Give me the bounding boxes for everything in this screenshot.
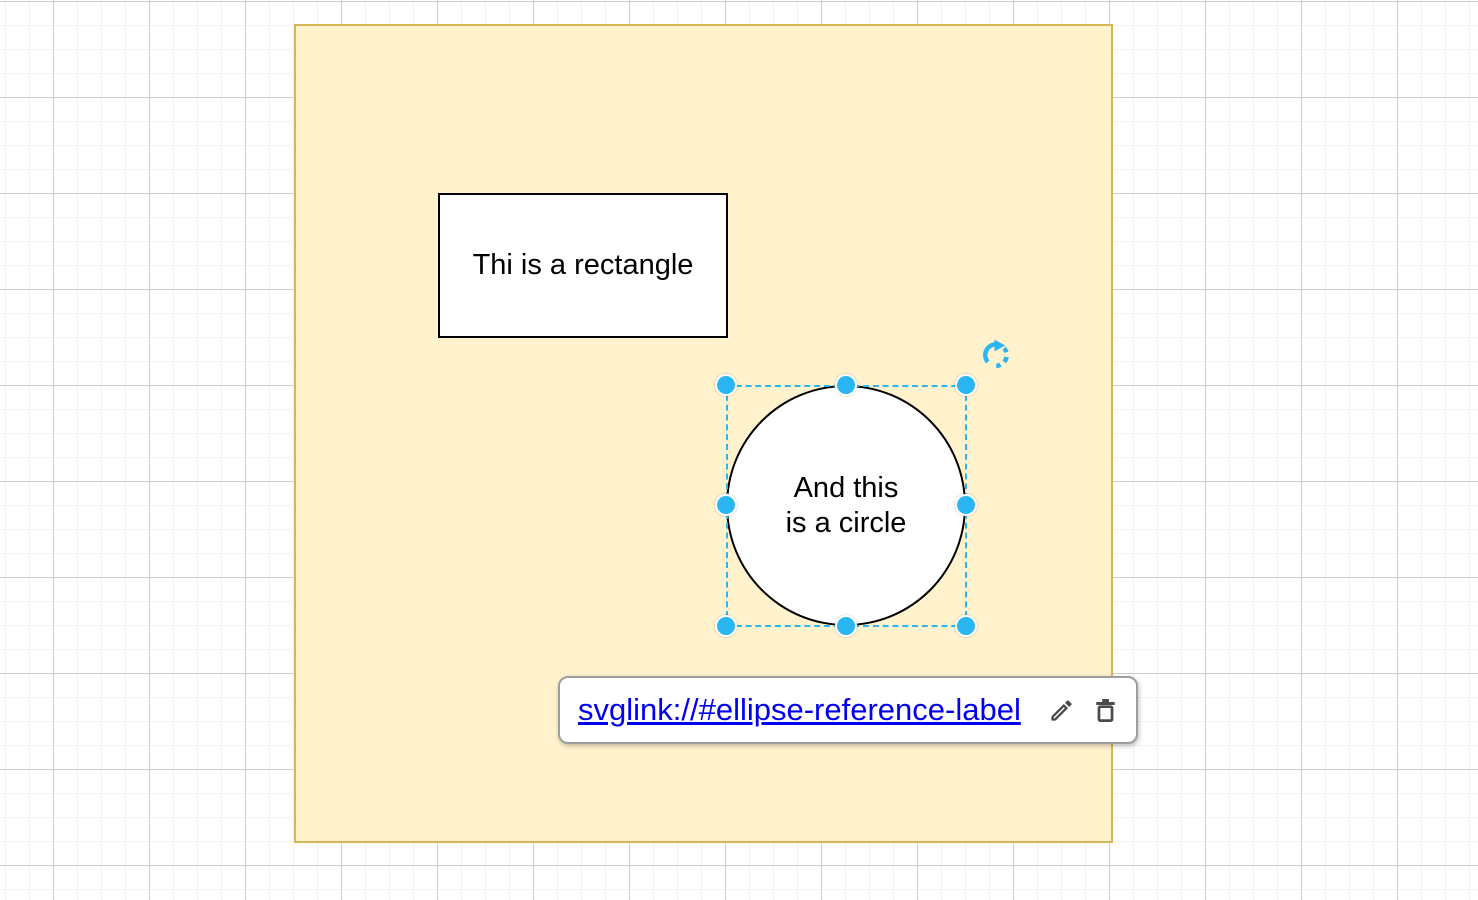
resize-handle-s[interactable] <box>835 615 857 637</box>
rectangle-label: Thi is a rectangle <box>472 249 694 281</box>
resize-handle-ne[interactable] <box>955 374 977 396</box>
ellipse-label-line2: is a circle <box>785 506 907 539</box>
delete-link-button[interactable] <box>1090 695 1120 725</box>
ellipse-shape[interactable]: And this is a circle <box>726 385 966 626</box>
rectangle-shape[interactable]: Thi is a rectangle <box>438 193 728 338</box>
resize-handle-w[interactable] <box>715 494 737 516</box>
rotate-clockwise-icon <box>983 339 1009 369</box>
resize-handle-e[interactable] <box>955 494 977 516</box>
resize-handle-sw[interactable] <box>715 615 737 637</box>
trash-icon <box>1095 698 1115 722</box>
ellipse-label-line1: And this <box>793 471 899 504</box>
rotate-handle[interactable] <box>981 339 1011 369</box>
resize-handle-n[interactable] <box>835 374 857 396</box>
shape-link[interactable]: svglink://#ellipse-reference-label <box>578 692 1021 727</box>
link-popup: svglink://#ellipse-reference-label <box>558 676 1138 744</box>
pencil-icon <box>1050 699 1072 721</box>
edit-link-button[interactable] <box>1046 695 1076 725</box>
resize-handle-se[interactable] <box>955 615 977 637</box>
link-popup-actions <box>1046 695 1120 725</box>
resize-handle-nw[interactable] <box>715 374 737 396</box>
